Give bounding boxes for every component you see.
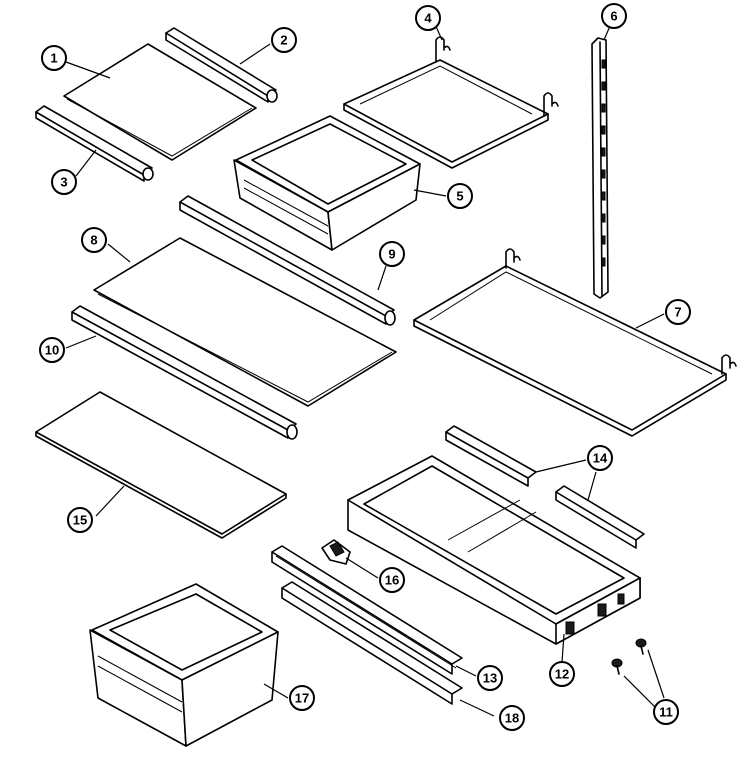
part-3-shelf-trim-front[interactable]: [35, 105, 154, 182]
callout-7: 7: [665, 299, 691, 325]
callout-2: 2: [271, 27, 297, 53]
callout-8: 8: [81, 227, 107, 253]
callout-5: 5: [447, 183, 473, 209]
part-5-deli-drawer[interactable]: [233, 115, 421, 251]
svg-text:3: 3: [60, 175, 67, 190]
svg-text:13: 13: [483, 671, 497, 686]
part-6-shelf-ladder[interactable]: [591, 37, 609, 299]
part-4-cantilever-shelf-small[interactable]: [343, 36, 559, 169]
part-11-screws[interactable]: [611, 638, 647, 675]
svg-text:10: 10: [45, 343, 59, 358]
part-14-crisper-cover-rail-right[interactable]: [555, 485, 645, 549]
callout-4: 4: [415, 5, 441, 31]
callout-18: 18: [499, 705, 525, 731]
part-8-glass-shelf-large[interactable]: [93, 237, 397, 407]
svg-text:6: 6: [610, 9, 617, 24]
part-18-drawer-slide[interactable]: [281, 581, 463, 705]
svg-text:7: 7: [674, 305, 681, 320]
part-2-shelf-trim-rear[interactable]: [165, 27, 278, 103]
callout-17: 17: [289, 685, 315, 711]
svg-text:17: 17: [295, 691, 309, 706]
screw-lower: [611, 658, 623, 675]
callout-11: 11: [653, 699, 679, 725]
svg-text:18: 18: [505, 711, 519, 726]
callout-12: 12: [549, 661, 575, 687]
svg-text:8: 8: [90, 233, 97, 248]
callout-13: 13: [477, 665, 503, 691]
part-16-bracket[interactable]: [321, 539, 351, 565]
part-9-shelf-trim-rear-large[interactable]: [179, 195, 396, 326]
svg-text:16: 16: [385, 573, 399, 588]
svg-text:1: 1: [50, 51, 57, 66]
svg-text:11: 11: [659, 705, 673, 720]
callout-10: 10: [39, 337, 65, 363]
callout-16: 16: [379, 567, 405, 593]
callout-6: 6: [601, 3, 627, 29]
leader-lines: [65, 21, 665, 717]
callout-1: 1: [41, 45, 67, 71]
callout-9: 9: [379, 241, 405, 267]
svg-text:4: 4: [424, 11, 432, 26]
part-1-small-glass-shelf[interactable]: [63, 43, 257, 161]
screw-upper: [635, 638, 647, 655]
part-10-shelf-trim-front-large[interactable]: [71, 305, 298, 440]
svg-text:15: 15: [73, 513, 87, 528]
part-17-crisper-drawer[interactable]: [89, 583, 279, 747]
part-12-crisper-cover-frame[interactable]: [347, 455, 641, 645]
svg-text:14: 14: [593, 451, 608, 466]
svg-text:9: 9: [388, 247, 395, 262]
svg-text:12: 12: [555, 667, 569, 682]
part-7-cantilever-shelf-large[interactable]: [413, 248, 737, 437]
callout-15: 15: [67, 507, 93, 533]
svg-text:2: 2: [280, 33, 287, 48]
part-15-crisper-cover-glass[interactable]: [35, 391, 287, 539]
part-13-drawer-slide[interactable]: [271, 545, 463, 675]
svg-text:5: 5: [456, 189, 463, 204]
callout-14: 14: [587, 445, 613, 471]
callout-3: 3: [51, 169, 77, 195]
